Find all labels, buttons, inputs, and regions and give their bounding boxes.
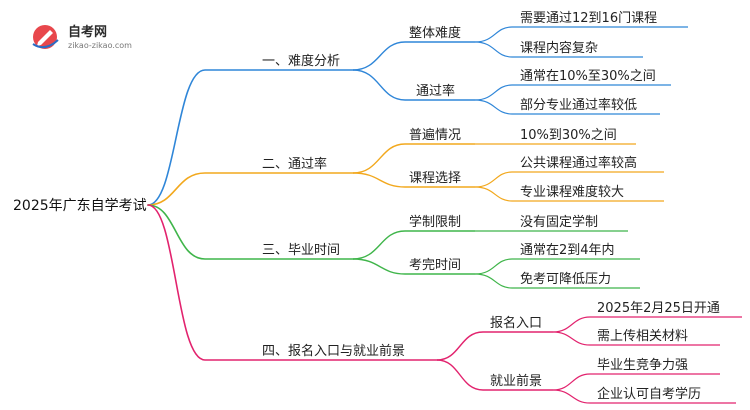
leaf-label: 课程内容复杂	[520, 40, 598, 56]
edge-b2-c2-l2	[474, 186, 664, 202]
leaf-label: 专业课程难度较大	[520, 184, 624, 200]
sub-label: 考完时间	[409, 258, 461, 273]
edge-b3-c2-l1	[474, 258, 640, 275]
edge-b4-c1-l1	[552, 316, 742, 333]
edge-root-b1	[147, 69, 354, 206]
root-label: 2025年广东自学考试	[13, 198, 147, 214]
logo-name: 自考网	[68, 24, 107, 40]
edge-b4-c2	[436, 359, 553, 391]
edge-b3-c2	[352, 258, 475, 275]
branch-label-difficulty: 一、难度分析	[262, 53, 340, 69]
sub-label: 报名入口	[490, 315, 542, 331]
edge-b1-c1	[352, 41, 475, 71]
edge-b4-c1-l2	[552, 331, 720, 346]
edge-b3-c1	[352, 230, 475, 260]
edge-b3-c2-l2	[474, 273, 640, 289]
leaf-label: 免考可降低压力	[520, 272, 611, 287]
leaf-label: 通常在2到4年内	[520, 242, 615, 258]
edge-b4-c2-l1	[552, 373, 720, 391]
leaf-label: 企业认可自考学历	[597, 386, 701, 402]
edge-root-b4	[147, 204, 438, 361]
edge-b4-c1	[436, 331, 553, 361]
edge-b2-c2-l1	[474, 171, 664, 188]
leaf-label: 2025年2月25日开通	[597, 301, 720, 316]
branch-label-pass-rate: 二、通过率	[262, 156, 327, 172]
sub-label: 学制限制	[409, 214, 461, 230]
sub-label: 通过率	[416, 83, 455, 99]
leaf-label: 没有固定学制	[520, 214, 598, 230]
connector-lines	[147, 26, 742, 404]
logo-swoosh-icon	[32, 39, 59, 49]
edge-b1-c2-l1	[474, 84, 671, 101]
leaf-label: 毕业生竞争力强	[597, 357, 688, 373]
edge-b1-c1-l1	[474, 26, 688, 43]
sub-label: 就业前景	[490, 373, 542, 389]
edge-b2-c1	[352, 143, 475, 174]
edge-root-b2	[147, 172, 354, 206]
leaf-label: 需要通过12到16门课程	[520, 11, 657, 26]
leaf-label: 10%到30%之间	[520, 128, 617, 143]
edge-b1-c2-l2	[474, 99, 660, 115]
leaf-label: 通常在10%至30%之间	[520, 69, 656, 84]
logo-url: zikao-zikao.com	[68, 41, 132, 50]
branch-label-graduation: 三、毕业时间	[262, 243, 340, 258]
edge-b2-c2	[352, 172, 475, 188]
sub-label: 普遍情况	[409, 127, 461, 143]
leaf-label: 公共课程通过率较高	[520, 155, 637, 171]
site-logo: 自考网 zikao-zikao.com	[32, 24, 132, 50]
leaf-label: 部分专业通过率较低	[520, 97, 637, 113]
edge-b4-c2-l2	[552, 389, 736, 404]
edge-root-b3	[147, 204, 354, 260]
edge-b1-c2	[352, 69, 475, 101]
logo-pen-icon	[37, 30, 53, 46]
sub-label: 整体难度	[409, 25, 461, 41]
sub-label: 课程选择	[409, 171, 461, 186]
edge-b1-c1-l2	[474, 41, 643, 58]
branch-label-registration: 四、报名入口与就业前景	[262, 343, 405, 359]
leaf-label: 需上传相关材料	[597, 329, 688, 344]
